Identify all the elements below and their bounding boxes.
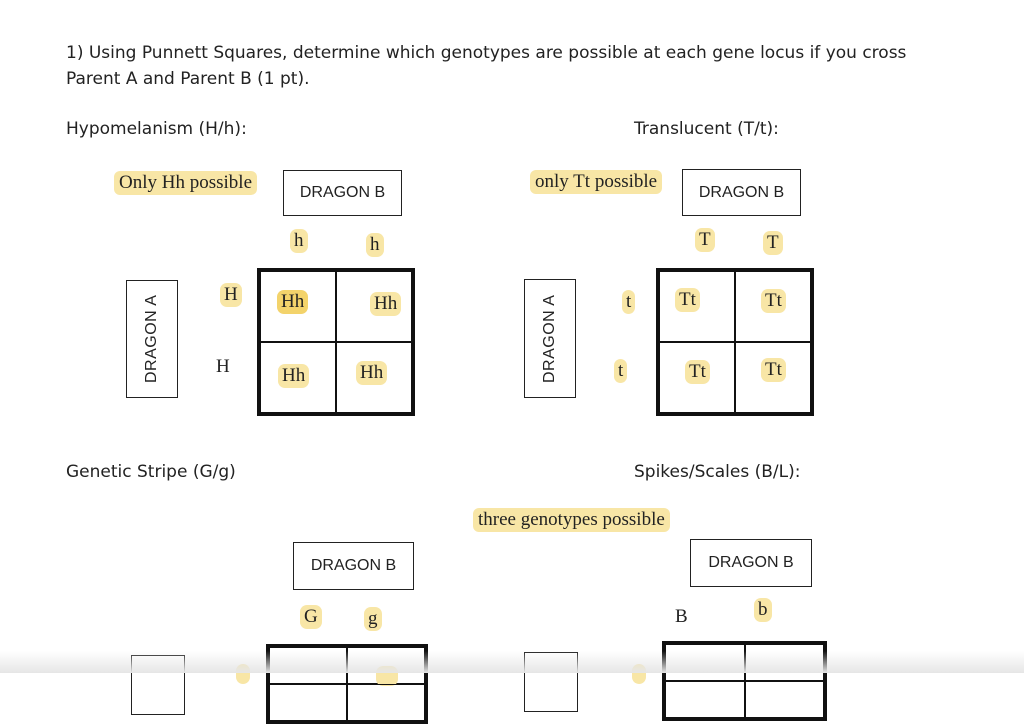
- punnett-cell: [347, 684, 425, 721]
- translucent-note: only Tt possible: [530, 170, 663, 194]
- genotype-label: Hh: [278, 364, 310, 388]
- punnett-cell: Hh: [260, 342, 336, 413]
- hypomelanism-a-allele-1: H: [220, 283, 242, 307]
- punnett-cell: [665, 681, 745, 718]
- punnett-cell: Tt: [659, 342, 735, 413]
- translucent-b-allele-1: T: [695, 228, 715, 252]
- spikes-dragon-b-label: DRAGON B: [690, 539, 812, 587]
- punnett-cell: Hh: [336, 342, 412, 413]
- stripe-b-allele-2: g: [364, 607, 382, 631]
- hypomelanism-dragon-a-label: DRAGON A: [126, 280, 178, 398]
- translucent-a-allele-2: t: [614, 359, 628, 383]
- translucent-punnett-square: Tt Tt Tt Tt: [656, 268, 814, 416]
- punnett-cell: Tt: [735, 342, 811, 413]
- punnett-cell: [269, 684, 347, 721]
- punnett-cell: Hh: [260, 271, 336, 342]
- section-title-hypomelanism: Hypomelanism (H/h):: [66, 119, 247, 139]
- section-title-genetic-stripe: Genetic Stripe (G/g): [66, 462, 236, 482]
- spikes-b-allele-2: b: [754, 598, 772, 622]
- page-bottom-fade: [0, 651, 1024, 673]
- spikes-b-allele-1: B: [675, 606, 688, 627]
- question-line-2: Parent A and Parent B (1 pt).: [66, 69, 310, 89]
- question-line-1: 1) Using Punnett Squares, determine whic…: [66, 43, 907, 63]
- genotype-label: Tt: [675, 288, 700, 312]
- translucent-a-allele-1: t: [622, 290, 636, 314]
- stripe-dragon-b-label: DRAGON B: [293, 542, 414, 590]
- genotype-label: Hh: [370, 292, 402, 316]
- translucent-dragon-a-label: DRAGON A: [524, 279, 576, 398]
- punnett-cell: Tt: [659, 271, 735, 342]
- translucent-b-allele-2: T: [763, 231, 783, 255]
- section-title-spikes-scales: Spikes/Scales (B/L):: [634, 462, 801, 482]
- hypomelanism-b-allele-1: h: [290, 229, 308, 253]
- genotype-label: Tt: [761, 358, 786, 382]
- hypomelanism-punnett-square: Hh Hh Hh Hh: [257, 268, 415, 416]
- genotype-label: Tt: [685, 360, 710, 384]
- genotype-label: Hh: [277, 290, 309, 314]
- question-text: 1) Using Punnett Squares, determine whic…: [66, 40, 906, 92]
- hypomelanism-b-allele-2: h: [366, 233, 384, 257]
- hypomelanism-note: Only Hh possible: [114, 171, 257, 195]
- hypomelanism-dragon-b-label: DRAGON B: [283, 170, 402, 216]
- spikes-note: three genotypes possible: [473, 508, 670, 532]
- translucent-dragon-b-label: DRAGON B: [682, 169, 801, 216]
- section-title-translucent: Translucent (T/t):: [634, 119, 779, 139]
- punnett-cell: Hh: [336, 271, 412, 342]
- stripe-b-allele-1: G: [300, 605, 322, 629]
- punnett-cell: Tt: [735, 271, 811, 342]
- genotype-label: Tt: [761, 289, 786, 313]
- genotype-label: Hh: [356, 361, 388, 385]
- punnett-cell: [744, 681, 824, 718]
- hypomelanism-a-allele-2: H: [216, 356, 230, 377]
